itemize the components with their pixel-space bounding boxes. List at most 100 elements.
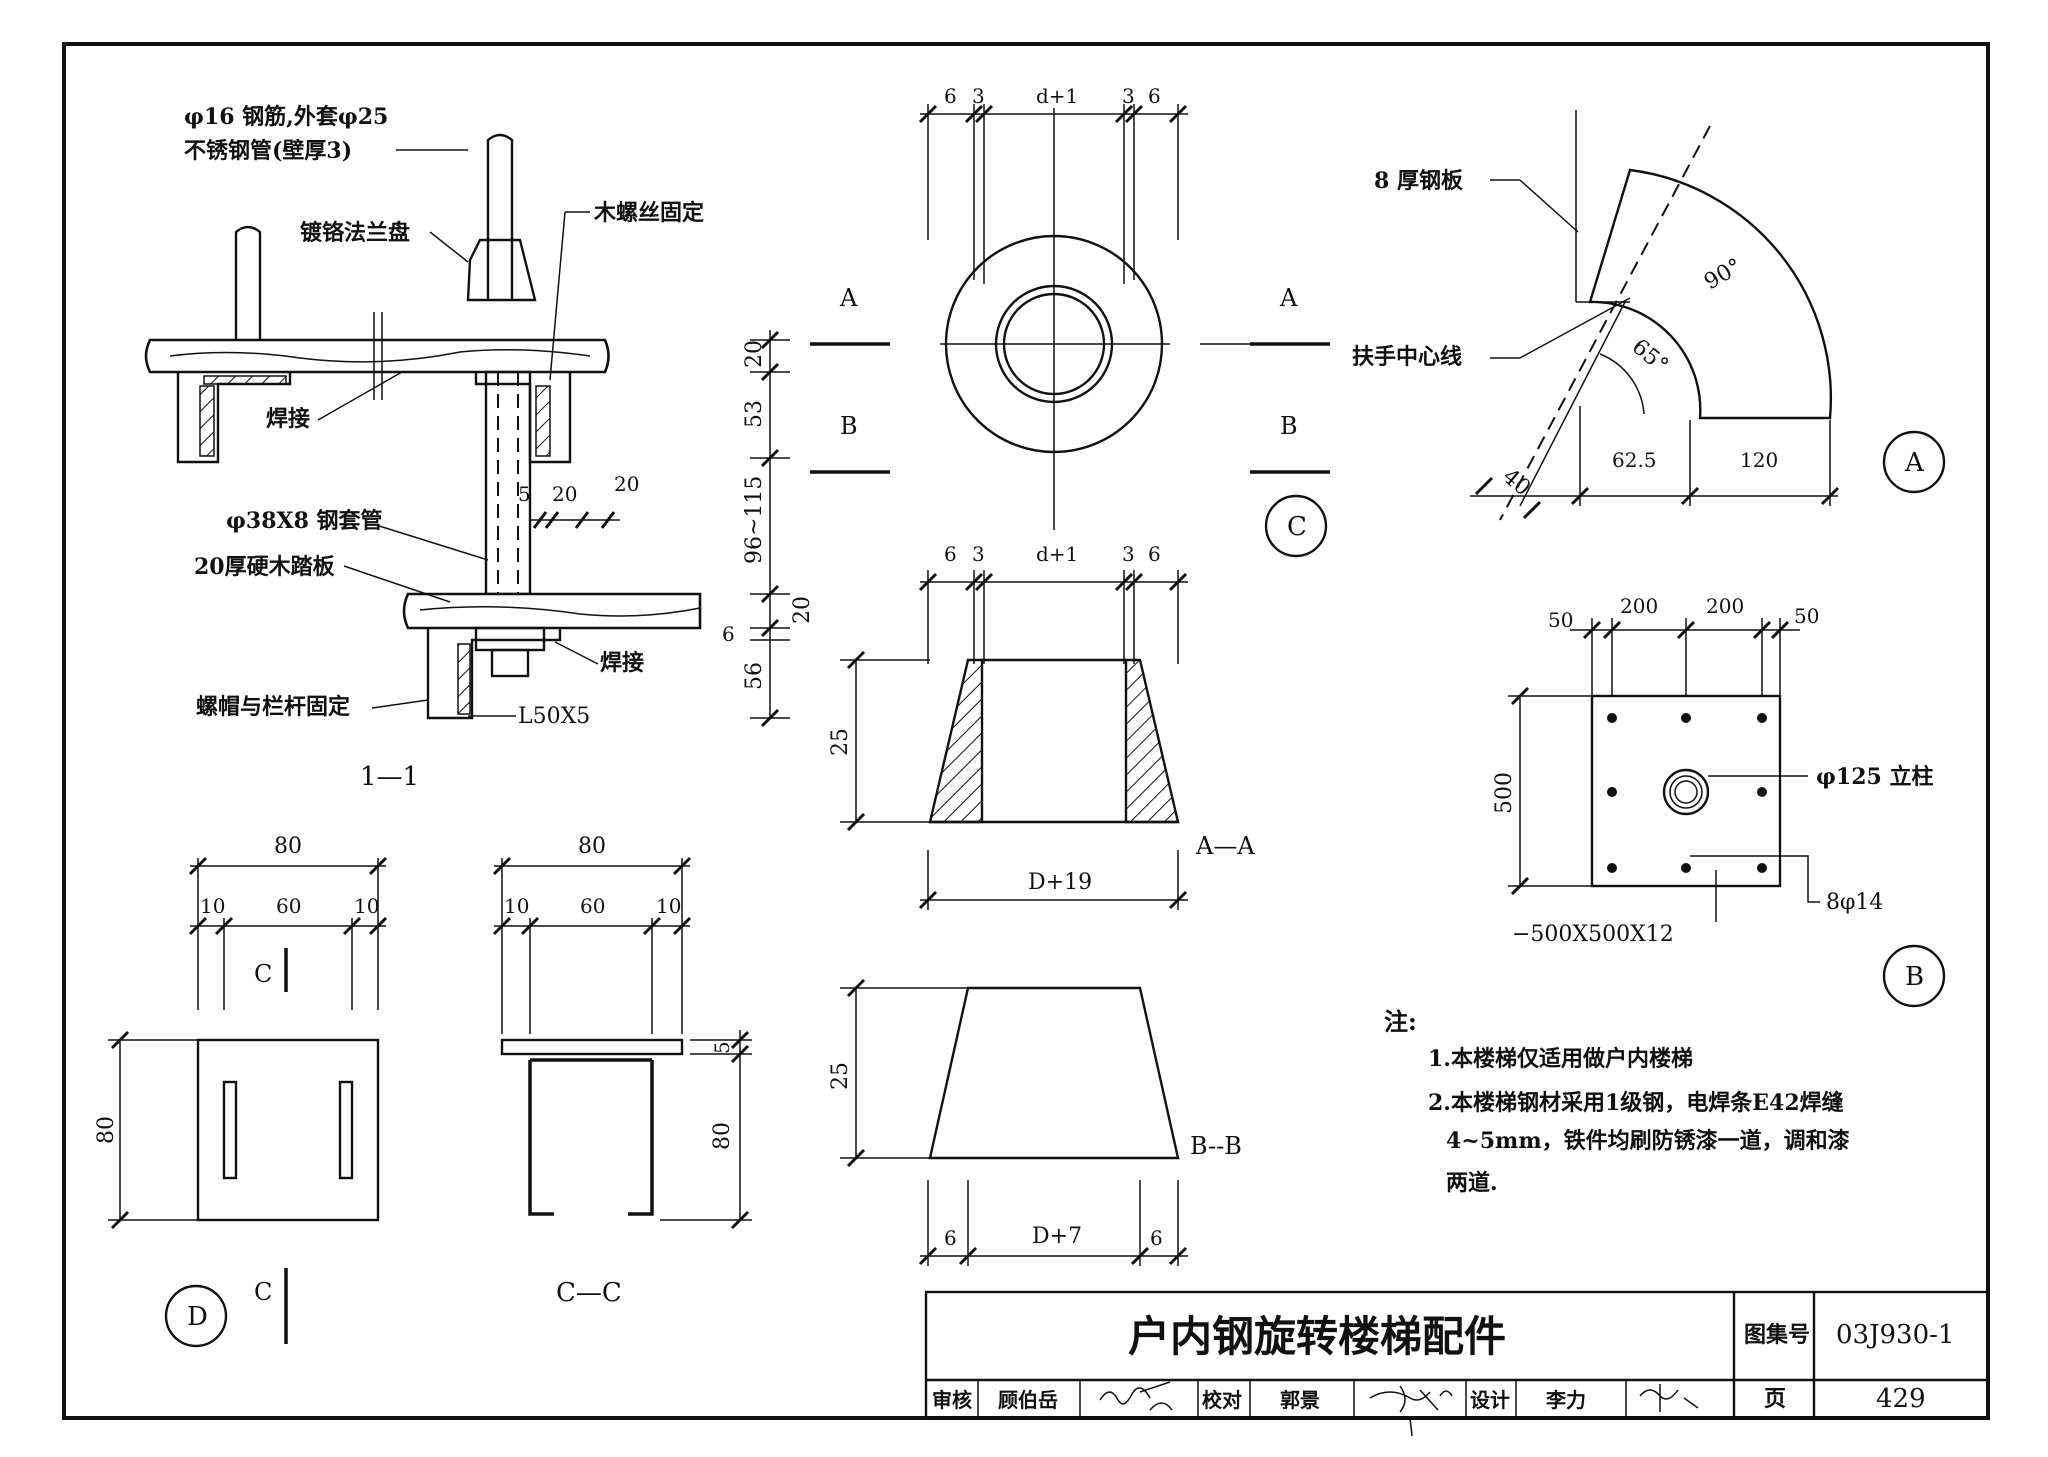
drawing-title: 户内钢旋转楼梯配件 [1128, 1312, 1507, 1361]
b-dim-200-left: 200 [1620, 594, 1659, 618]
c-mid-dim-5: 6 [1148, 542, 1161, 566]
bb-label: B--B [1190, 1132, 1242, 1160]
cc-dim-10-left: 10 [504, 894, 530, 918]
d-plate [196, 1038, 380, 1222]
designer-name: 李力 [1546, 1388, 1586, 1412]
d-dim-10-left: 10 [200, 894, 226, 918]
c-mid-dim-2: 3 [972, 542, 985, 566]
notes-line-4: 两道. [1446, 1170, 1498, 1196]
aa-label: A—A [1196, 832, 1255, 860]
c-mid-dim-4: 3 [1122, 542, 1135, 566]
notes-heading: 注: [1384, 1007, 1417, 1036]
title-block [924, 1290, 1990, 1437]
cut-a-left: A [840, 284, 858, 312]
b-dim-200-right: 200 [1706, 594, 1745, 618]
d-dim-80: 80 [274, 834, 302, 859]
aa-height: 25 [828, 728, 853, 756]
dim-20d: 20 [614, 472, 640, 496]
cc-dim-10-right: 10 [656, 894, 682, 918]
cut-b-right: B [1280, 412, 1298, 440]
b-dim-50-left: 50 [1548, 608, 1574, 632]
marker-A-circle [1882, 430, 1946, 494]
c-mid-dim-1: 6 [944, 542, 957, 566]
dim-20c: 20 [552, 482, 578, 506]
page-label: 页 [1764, 1386, 1787, 1412]
callout-angle: L50X5 [518, 704, 591, 729]
detail-1-1 [144, 133, 790, 728]
bottom-angle [426, 628, 562, 720]
dim-5: 5 [518, 482, 531, 506]
callout-weld-bottom: 焊接 [600, 650, 645, 676]
detail-D [108, 856, 388, 1348]
bb-dim-3: 6 [1150, 1226, 1163, 1250]
dim-96-115: 96~115 [742, 475, 767, 564]
marker-B-circle [1882, 944, 1946, 1008]
cc-dim-60: 60 [580, 894, 606, 918]
marker-C: C [1287, 512, 1307, 542]
c-dim-4: 3 [1122, 84, 1135, 108]
c-dim-3: d+1 [1036, 84, 1079, 108]
reviewer-name: 顾伯岳 [998, 1388, 1058, 1412]
a-dim-120: 120 [1740, 448, 1779, 472]
b-bolts-label: 8φ14 [1826, 890, 1884, 915]
cut-a-right: A [1280, 284, 1298, 312]
atlas-number: 03J930-1 [1836, 1320, 1955, 1350]
bb-height: 25 [828, 1062, 853, 1090]
bb-dim-1: 6 [944, 1226, 957, 1250]
c-dim-2: 3 [972, 84, 985, 108]
d-dim-10-right: 10 [354, 894, 380, 918]
aa-right-wall [1124, 658, 1180, 824]
cc-dim-5: 5 [710, 1041, 734, 1054]
b-plate-label: −500X500X12 [1512, 922, 1674, 947]
notes-line-3: 4~5mm，铁件均刷防锈漆一道，调和漆 [1446, 1128, 1850, 1154]
b-dim-50-right: 50 [1794, 604, 1820, 628]
base-plate [1590, 694, 1782, 888]
detail-C [810, 104, 1330, 1266]
check-label: 校对 [1202, 1388, 1242, 1412]
d-cut-c-bottom: C [254, 1278, 273, 1306]
bb-dim-2: D+7 [1032, 1224, 1083, 1249]
section-C-C [492, 856, 752, 1230]
cut-b-left: B [840, 412, 858, 440]
review-label: 审核 [932, 1388, 972, 1412]
dim-6: 6 [722, 622, 735, 646]
a-plate-label: 8 厚钢板 [1374, 168, 1463, 194]
callout-screw: 木螺丝固定 [594, 200, 705, 226]
cc-dim-80: 80 [578, 834, 606, 859]
page-number: 429 [1876, 1384, 1926, 1414]
sheet-border [62, 42, 1990, 1420]
right-bracket [474, 372, 572, 464]
flange [466, 238, 537, 302]
aa-left-wall [928, 658, 984, 824]
dim-20b: 20 [790, 596, 815, 624]
bb-trapezoid [928, 986, 1180, 1160]
callout-nut: 螺帽与栏杆固定 [196, 694, 351, 720]
marker-C-circle [1264, 494, 1328, 558]
a-dim-62-5: 62.5 [1612, 448, 1657, 472]
a-centerline-label: 扶手中心线 [1352, 344, 1463, 370]
marker-D-circle [164, 1284, 228, 1348]
detail-A [1470, 110, 1946, 521]
section-name-1-1: 1—1 [360, 762, 420, 792]
notes-line-1: 1.本楼梯仅适用做户内楼梯 [1428, 1046, 1693, 1072]
callout-tube: 不锈钢管(壁厚3) [184, 138, 353, 164]
handrail-centerline [1499, 125, 1711, 521]
callout-weld-top: 焊接 [266, 406, 311, 432]
signature-designer [1639, 1384, 1699, 1412]
marker-D: D [187, 1302, 208, 1332]
d-dim-60: 60 [276, 894, 302, 918]
center-post [486, 133, 514, 300]
b-dim-500: 500 [1492, 772, 1517, 814]
top-plank [144, 338, 610, 374]
dim-53: 53 [742, 400, 767, 428]
aa-width: D+19 [1028, 870, 1093, 895]
d-cut-c-top: C [254, 960, 273, 988]
marker-A: A [1905, 448, 1924, 478]
callout-sleeve: φ38X8 钢套管 [226, 508, 383, 534]
left-post [234, 225, 262, 340]
b-column-label: φ125 立柱 [1816, 764, 1934, 790]
marker-B: B [1905, 962, 1925, 992]
checker-name: 郭景 [1280, 1388, 1320, 1412]
d-dim-80-side: 80 [94, 1116, 119, 1144]
